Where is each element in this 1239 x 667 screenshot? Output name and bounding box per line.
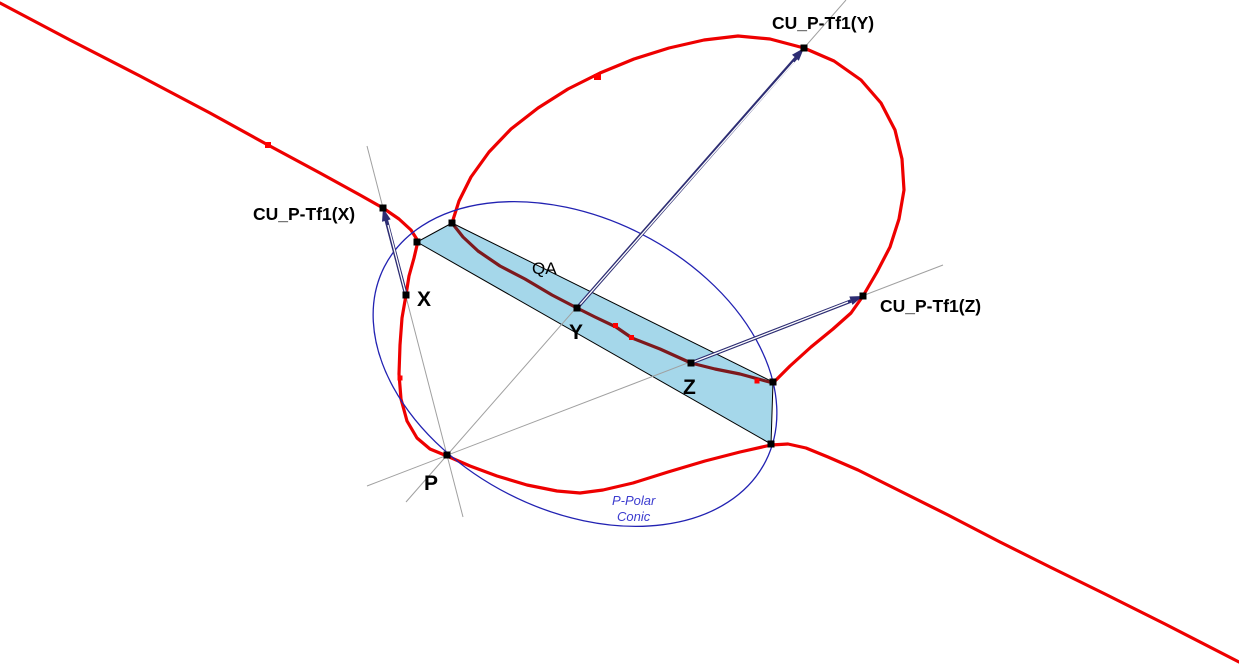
curve-marker <box>397 375 403 381</box>
curve-markers <box>265 74 760 384</box>
label-z: Z <box>683 376 696 399</box>
curve-marker <box>594 74 601 80</box>
curve-marker <box>754 378 760 384</box>
vector-y-shaft-inner <box>576 61 795 309</box>
cubic-curve-group <box>450 34 906 385</box>
point-tf1y[interactable] <box>800 44 808 52</box>
vector-heads <box>382 48 863 305</box>
label-tf1z: CU_P-Tf1(Z) <box>880 296 981 316</box>
label-qa: QA <box>532 259 557 278</box>
label-tf1y: CU_P-Tf1(Y) <box>772 13 874 33</box>
label-conic-line1: P-Polar <box>612 493 656 508</box>
labels-group: CU_P-Tf1(X) CU_P-Tf1(Y) CU_P-Tf1(Z) X Y … <box>253 13 981 524</box>
label-x: X <box>417 288 431 311</box>
point-p[interactable] <box>443 451 451 459</box>
cubic-loop <box>450 34 906 385</box>
points-group <box>379 44 867 459</box>
point-tf1x[interactable] <box>379 204 387 212</box>
vector-x-shaft-inner <box>387 224 407 296</box>
point-qa-vertex-3[interactable] <box>769 378 777 386</box>
vector-shaft-highlights <box>387 61 849 364</box>
point-x[interactable] <box>402 291 410 299</box>
label-conic-line2: Conic <box>617 509 651 524</box>
point-y[interactable] <box>573 304 581 312</box>
vector-z-shaft-inner <box>690 301 849 364</box>
point-z[interactable] <box>687 359 695 367</box>
point-qa-vertex-2[interactable] <box>413 238 421 246</box>
curve-marker <box>265 142 271 148</box>
label-tf1x: CU_P-Tf1(X) <box>253 204 355 224</box>
cubic-segment-inside-qa <box>450 221 775 385</box>
point-qa-vertex-4[interactable] <box>767 440 775 448</box>
label-p: P <box>424 472 438 495</box>
curve-marker <box>613 323 618 328</box>
curve-marker <box>629 335 634 340</box>
point-qa-vertex-1[interactable] <box>448 219 456 227</box>
point-tf1z[interactable] <box>859 292 867 300</box>
line-P-X <box>366 145 464 518</box>
qa-quadrangle <box>415 222 774 445</box>
label-y: Y <box>569 321 583 344</box>
p-polar-conic <box>372 200 778 528</box>
